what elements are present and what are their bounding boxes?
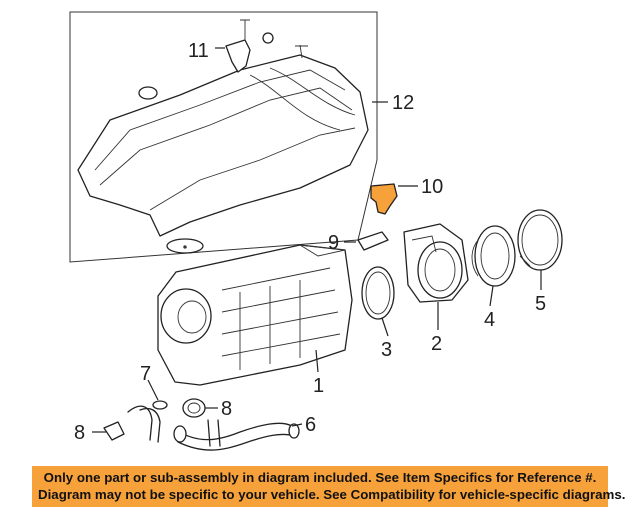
throttle-body <box>403 223 469 303</box>
callout-9: 9 <box>328 232 339 254</box>
callout-8a: 8 <box>221 398 232 420</box>
fitting-8a <box>182 398 206 418</box>
callout-3: 3 <box>381 339 392 361</box>
callout-5: 5 <box>535 293 546 315</box>
disclaimer-line-1: Only one part or sub-assembly in diagram… <box>43 470 597 485</box>
callout-4: 4 <box>484 309 495 331</box>
disclaimer-line-2: Diagram may not be specific to your vehi… <box>38 487 626 502</box>
bracket-11 <box>225 19 274 73</box>
callout-12: 12 <box>392 92 414 114</box>
leader-1 <box>315 349 319 373</box>
gasket-3 <box>361 266 395 320</box>
pipe-7 <box>127 400 168 443</box>
coupling-4 <box>471 225 516 287</box>
intake-manifold <box>77 44 369 254</box>
callout-11: 11 <box>188 40 209 62</box>
leader-7 <box>147 379 159 401</box>
group-boundary <box>69 11 378 263</box>
callout-10: 10 <box>421 176 443 198</box>
leader-4 <box>489 285 494 307</box>
intercooler-1 <box>157 244 353 386</box>
callout-1: 1 <box>313 375 324 397</box>
callout-2: 2 <box>431 333 442 355</box>
leader-6 <box>291 423 303 427</box>
callout-7: 7 <box>140 363 151 385</box>
parts-diagram: 11 12 10 9 2 3 4 5 1 7 8 8 6 <box>69 11 563 451</box>
callout-8b: 8 <box>74 422 85 444</box>
clamp-5 <box>517 209 563 271</box>
disclaimer-banner: Only one part or sub-assembly in diagram… <box>32 466 626 507</box>
hose-6 <box>173 419 300 451</box>
leader-3 <box>381 317 389 337</box>
sensor-10 <box>370 183 398 215</box>
fitting-8b <box>103 421 125 441</box>
highlighted-part <box>370 183 398 215</box>
sensor-9 <box>357 231 389 251</box>
callout-6: 6 <box>305 414 316 436</box>
